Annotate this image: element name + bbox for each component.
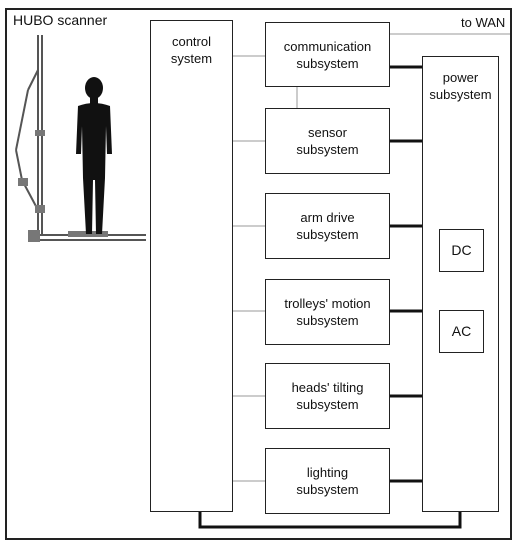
sensor-subsystem-box: sensor subsystem — [265, 108, 390, 174]
heads-tilting-subsystem-box: heads' tilting subsystem — [265, 363, 390, 429]
arm-drive-subsystem-box: arm drive subsystem — [265, 193, 390, 259]
power-subsystem-box: power subsystem — [422, 56, 499, 512]
subsystem-label: heads' tilting subsystem — [291, 380, 364, 412]
subsystem-label: communication subsystem — [283, 38, 372, 71]
dc-source-box: DC — [439, 229, 484, 272]
wan-label: to WAN — [461, 15, 506, 30]
subsystem-label: sensor subsystem — [296, 125, 359, 157]
communication-subsystem-box: communication subsystem — [265, 22, 390, 87]
scanner-illustration — [15, 35, 146, 242]
subsystem-label: arm drive subsystem — [296, 210, 359, 242]
control-system-box: control system — [150, 20, 233, 512]
lighting-subsystem-box: lighting subsystem — [265, 448, 390, 514]
control-system-label: control system — [170, 34, 213, 66]
trolleys-motion-subsystem-box: trolleys' motion subsystem — [265, 279, 390, 345]
ac-label: AC — [451, 323, 472, 339]
subsystem-label: trolleys' motion subsystem — [284, 296, 371, 328]
diagram-title: HUBO scanner — [13, 12, 108, 28]
ac-source-box: AC — [439, 310, 484, 353]
dc-label: DC — [451, 242, 472, 258]
power-subsystem-label: power subsystem — [429, 70, 492, 102]
human-figure — [76, 77, 112, 234]
subsystem-label: lighting subsystem — [296, 465, 359, 497]
